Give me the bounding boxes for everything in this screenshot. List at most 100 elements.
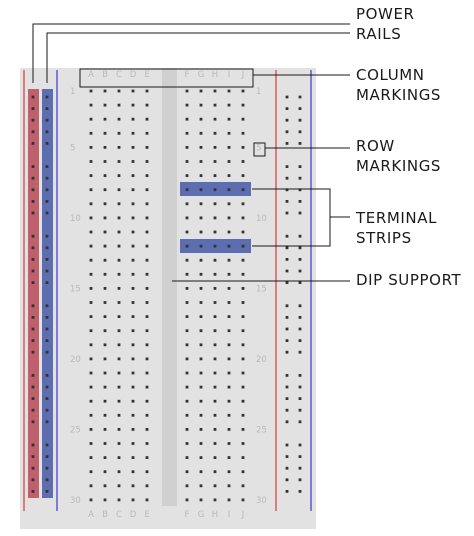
- rail-hole: [31, 350, 35, 354]
- rail-hole: [45, 130, 49, 134]
- hole: [103, 216, 107, 220]
- rail-hole: [31, 408, 35, 412]
- hole: [145, 470, 149, 474]
- hole: [103, 456, 107, 459]
- rail-hole: [31, 374, 35, 377]
- rail-hole: [298, 408, 302, 412]
- rail-hole: [31, 443, 35, 447]
- rail-hole: [298, 130, 302, 134]
- hole: [131, 357, 135, 361]
- hole: [185, 399, 189, 403]
- hole: [103, 230, 107, 234]
- hole: [103, 357, 107, 361]
- rail-hole: [31, 246, 35, 250]
- hole: [241, 315, 245, 318]
- hole: [131, 315, 135, 318]
- hole: [131, 428, 135, 431]
- hole: [117, 329, 121, 333]
- rail-hole: [285, 211, 289, 215]
- hole: [145, 315, 149, 318]
- hole: [89, 385, 93, 389]
- hole: [227, 174, 231, 177]
- hole: [227, 216, 231, 220]
- hole: [199, 244, 203, 248]
- rail-hole: [31, 304, 35, 308]
- hole: [89, 357, 93, 361]
- column-marking: H: [212, 510, 218, 520]
- hole: [241, 442, 245, 445]
- hole: [89, 188, 93, 192]
- rail-hole: [298, 385, 302, 389]
- rail-hole: [31, 176, 35, 180]
- column-marking: H: [212, 70, 218, 80]
- rail-hole: [298, 142, 302, 145]
- rail-hole: [285, 176, 289, 180]
- rail-hole: [298, 443, 302, 447]
- hole: [199, 357, 203, 361]
- hole: [131, 385, 135, 389]
- hole: [131, 287, 135, 290]
- hole: [89, 146, 93, 149]
- row-marking: 1: [70, 87, 75, 97]
- hole: [213, 413, 217, 417]
- rail-hole: [31, 130, 35, 134]
- hole: [89, 498, 93, 502]
- hole: [103, 315, 107, 318]
- terminal-strips-label-line-2: STRIPS: [356, 229, 412, 247]
- hole: [213, 160, 217, 163]
- hole: [103, 117, 107, 121]
- hole: [241, 216, 245, 220]
- hole: [213, 301, 217, 304]
- rail-hole: [298, 304, 302, 308]
- row-markings-label-line-2: MARKINGS: [356, 157, 442, 175]
- hole: [213, 131, 217, 135]
- rail-hole: [298, 165, 302, 168]
- hole: [213, 188, 217, 192]
- hole: [145, 371, 149, 375]
- hole: [185, 442, 189, 445]
- hole: [213, 385, 217, 389]
- hole: [131, 442, 135, 445]
- hole: [131, 456, 135, 459]
- hole: [89, 202, 93, 206]
- hole: [117, 174, 121, 177]
- hole: [241, 329, 245, 333]
- column-marking: D: [130, 510, 137, 520]
- rail-hole: [285, 246, 289, 250]
- rail-hole: [31, 188, 35, 192]
- rail-hole: [285, 339, 289, 342]
- hole: [131, 498, 135, 502]
- hole: [131, 484, 135, 488]
- hole: [145, 343, 149, 347]
- hole: [213, 456, 217, 459]
- hole: [145, 131, 149, 135]
- rail-hole: [298, 258, 302, 261]
- hole: [213, 428, 217, 431]
- hole: [117, 103, 121, 107]
- rail-hole: [285, 420, 289, 424]
- column-marking: E: [144, 70, 149, 80]
- hole: [199, 329, 203, 333]
- hole: [199, 258, 203, 262]
- row-marking: 30: [256, 496, 267, 506]
- rail-hole: [31, 316, 35, 319]
- hole: [241, 413, 245, 417]
- hole: [227, 329, 231, 333]
- hole: [199, 89, 203, 93]
- hole: [131, 272, 135, 276]
- hole: [89, 371, 93, 375]
- hole: [185, 244, 189, 248]
- hole: [199, 230, 203, 234]
- hole: [145, 428, 149, 431]
- hole: [227, 343, 231, 347]
- hole: [131, 230, 135, 234]
- hole: [185, 258, 189, 262]
- hole: [227, 202, 231, 206]
- hole: [117, 301, 121, 304]
- rail-hole: [285, 142, 289, 145]
- row-marking: 5: [70, 143, 75, 153]
- hole: [241, 103, 245, 107]
- rail-hole: [45, 385, 49, 389]
- rail-hole: [285, 281, 289, 284]
- hole: [199, 160, 203, 163]
